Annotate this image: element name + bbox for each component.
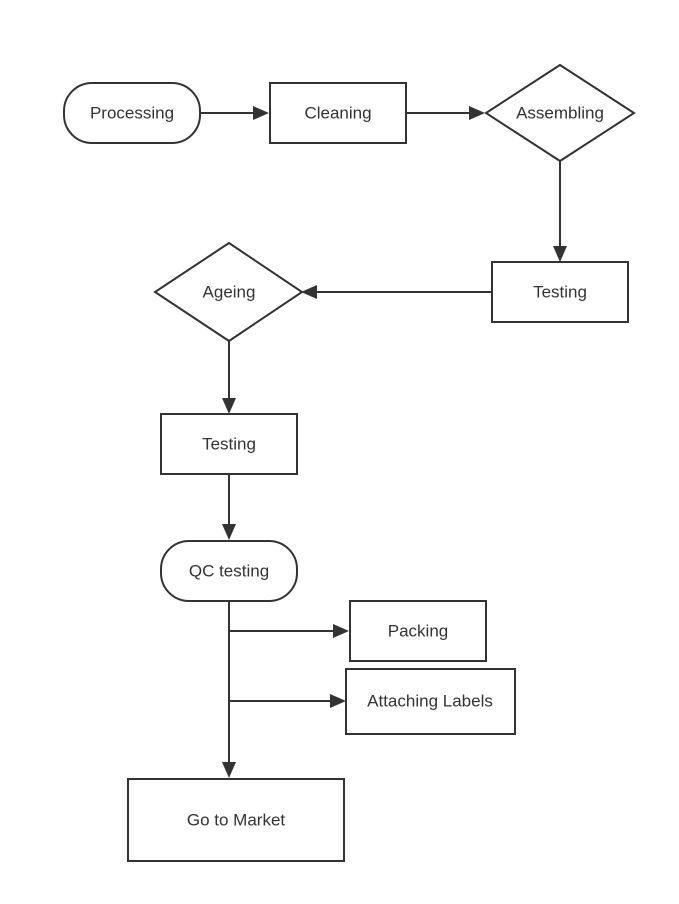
arrowhead-go-to-market — [222, 762, 236, 778]
terminator-shape — [63, 82, 201, 144]
nodes: Processing Cleaning Assembling Testing A… — [63, 63, 636, 862]
arrowhead-testing-2 — [222, 398, 236, 414]
process-shape — [160, 413, 298, 475]
node-label-attaching-labels: Attaching Labels — [367, 692, 493, 711]
process-shape — [127, 778, 345, 862]
arrowhead-assembling — [469, 106, 485, 120]
arrowhead-qc-testing — [222, 524, 236, 540]
process-shape — [345, 668, 516, 735]
node-qc-testing: QC testing — [160, 540, 298, 602]
arrowhead-packing — [333, 624, 349, 638]
process-shape — [349, 600, 487, 662]
node-attaching-labels: Attaching Labels — [345, 668, 516, 735]
process-shape — [491, 261, 629, 323]
node-assembling: Assembling — [484, 63, 636, 163]
arrowhead-attaching-labels — [330, 694, 346, 708]
node-processing: Processing — [63, 82, 201, 144]
decision-shape — [484, 63, 636, 163]
arrowhead-testing-1 — [553, 246, 567, 262]
arrowhead-ageing — [301, 285, 317, 299]
node-label-qc-testing: QC testing — [189, 562, 269, 581]
node-label-packing: Packing — [388, 622, 448, 641]
process-shape — [269, 82, 407, 144]
node-ageing: Ageing — [153, 241, 304, 343]
decision-shape — [153, 241, 304, 343]
node-cleaning: Cleaning — [269, 82, 407, 144]
node-label-processing: Processing — [90, 104, 174, 123]
edges — [200, 106, 567, 778]
node-label-cleaning: Cleaning — [304, 104, 371, 123]
node-label-testing-2: Testing — [202, 435, 256, 454]
node-label-ageing: Ageing — [203, 283, 256, 302]
node-packing: Packing — [349, 600, 487, 662]
arrowhead-cleaning — [253, 106, 269, 120]
terminator-shape — [160, 540, 298, 602]
node-testing-1: Testing — [491, 261, 629, 323]
node-label-go-to-market: Go to Market — [187, 811, 286, 830]
node-testing-2: Testing — [160, 413, 298, 475]
node-label-testing-1: Testing — [533, 283, 587, 302]
node-go-to-market: Go to Market — [127, 778, 345, 862]
node-label-assembling: Assembling — [516, 104, 604, 123]
